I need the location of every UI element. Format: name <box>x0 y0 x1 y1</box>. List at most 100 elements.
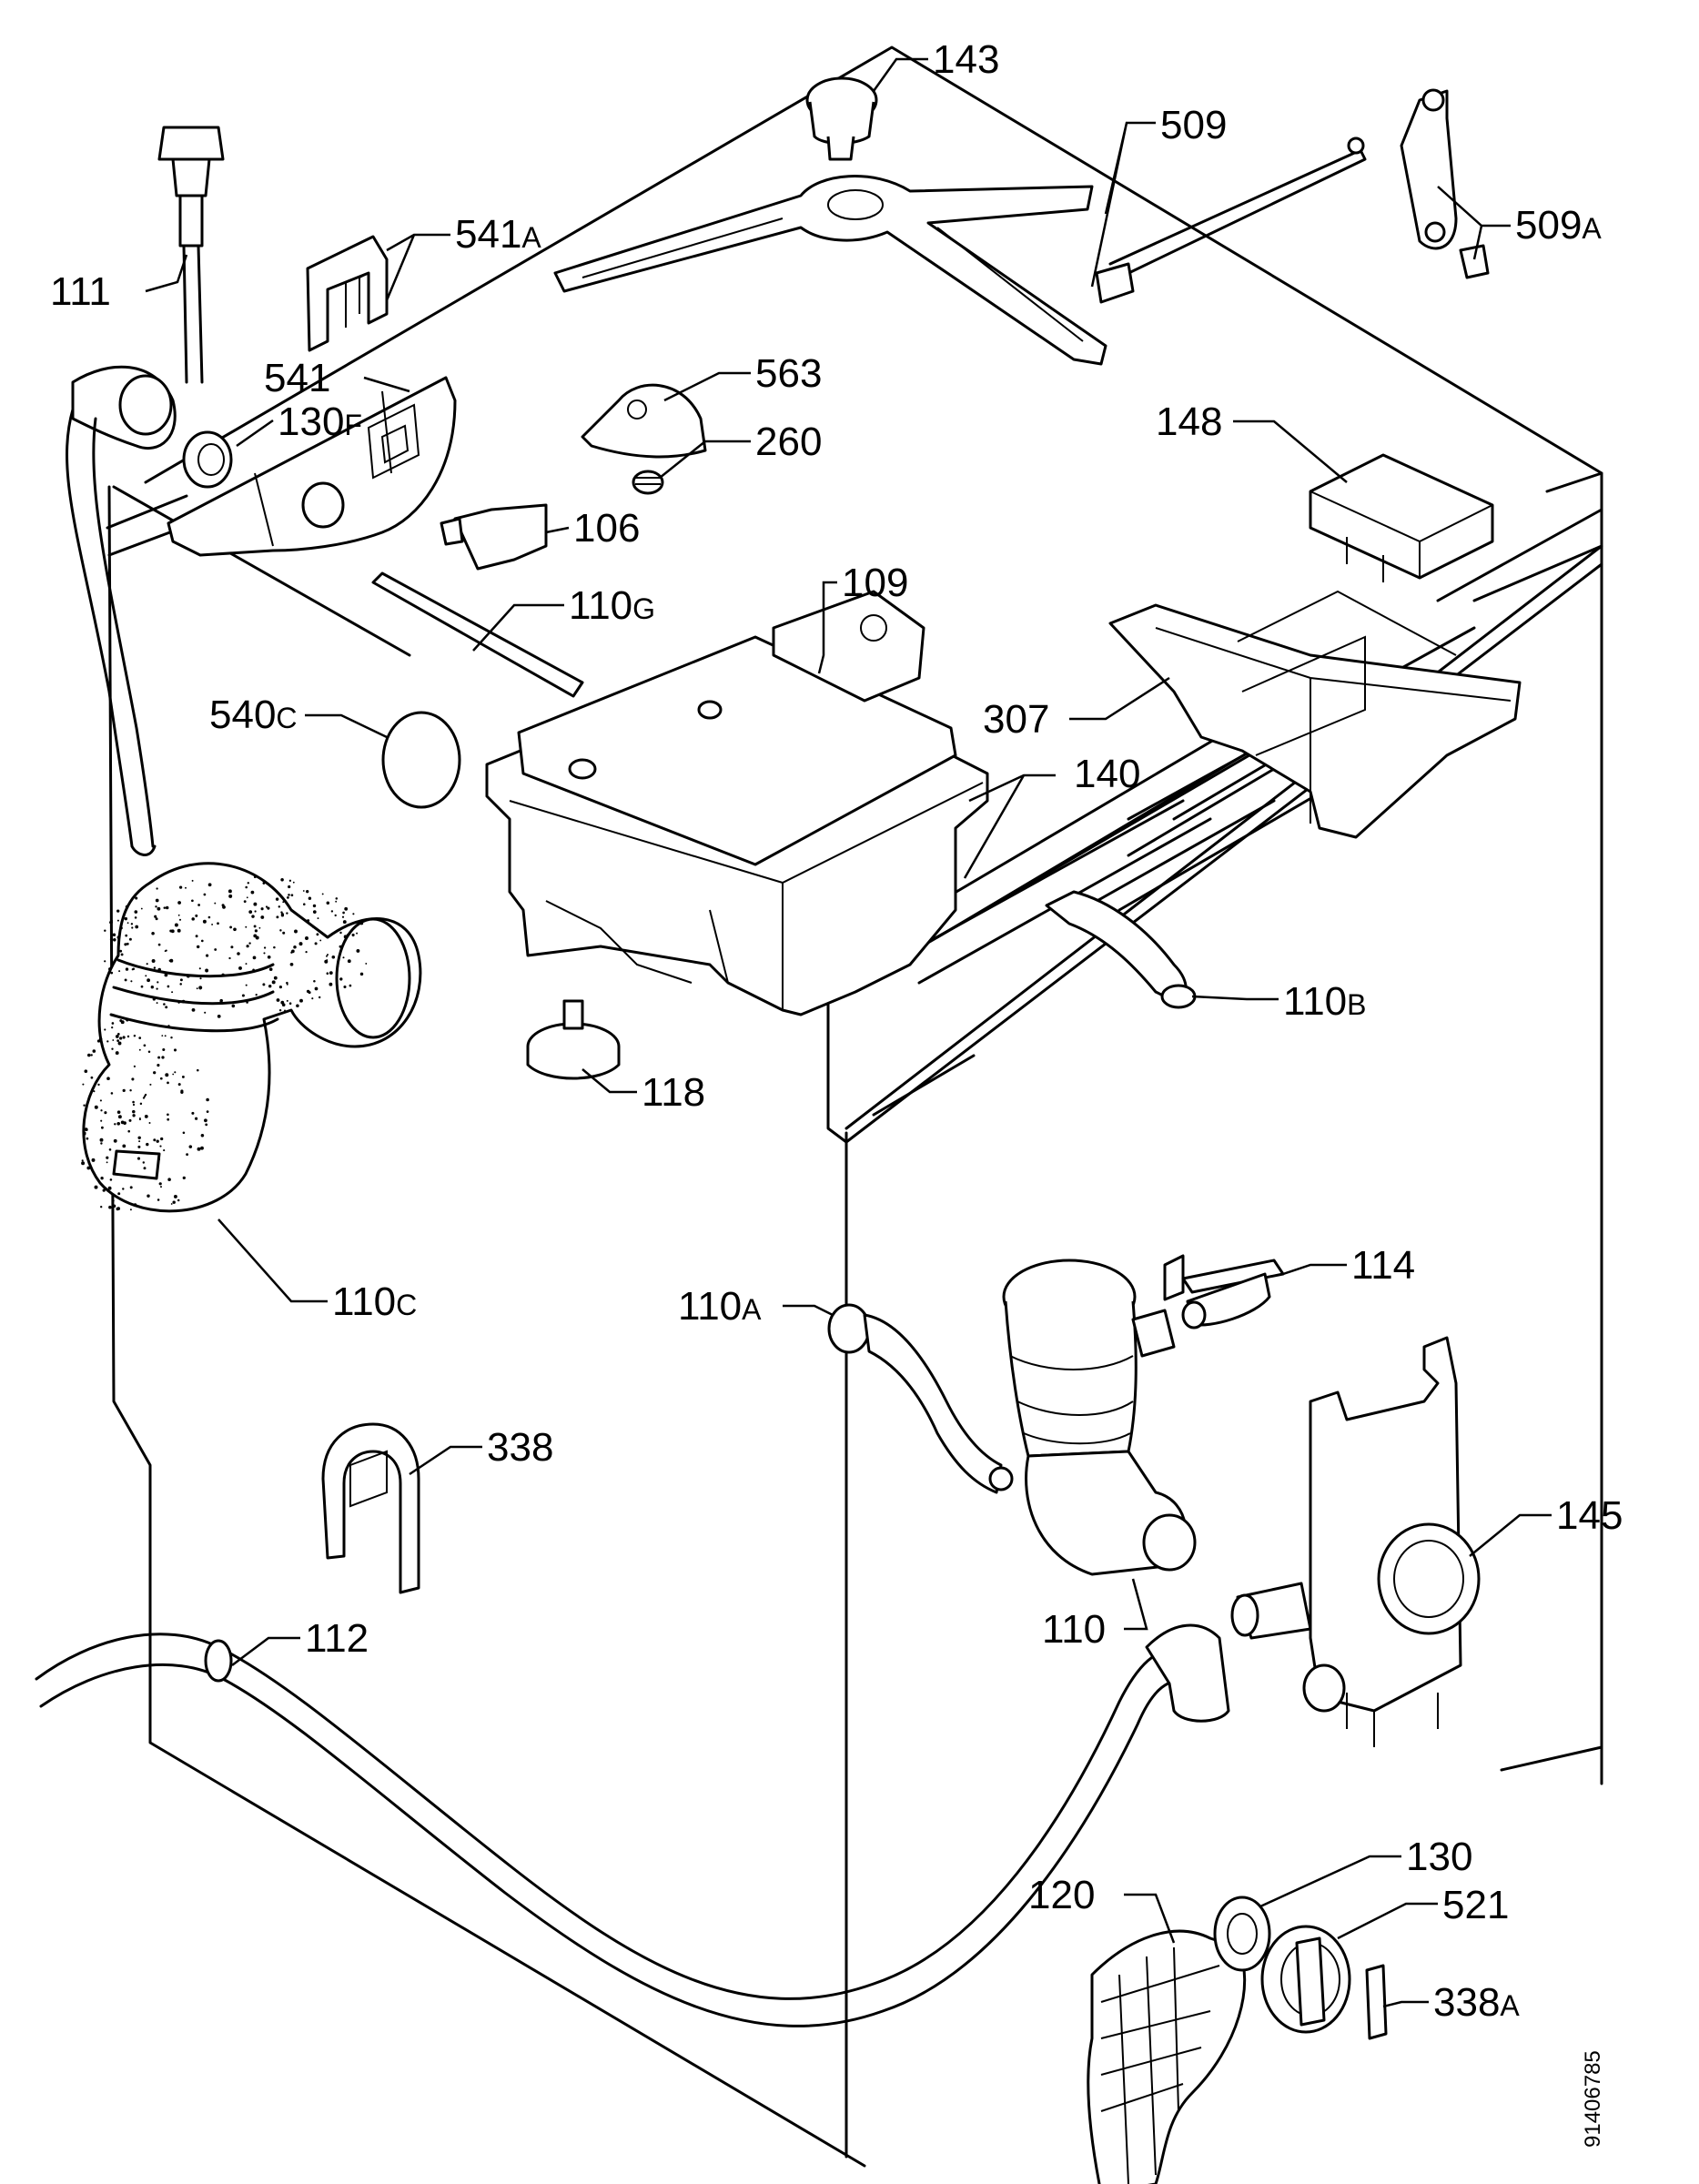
leader-lines <box>145 57 1552 2008</box>
callout-110: 110 <box>1042 1607 1106 1652</box>
callout-number: 130 <box>278 399 344 444</box>
callout-148: 148 <box>1156 399 1222 444</box>
callout-suffix: A <box>1500 1989 1520 2022</box>
callout-540c: 540C <box>209 693 298 737</box>
callout-111: 111 <box>50 269 111 314</box>
cabinet-outline <box>107 46 1603 2168</box>
callout-number: 540 <box>209 693 276 737</box>
callout-number: 120 <box>1028 1873 1095 1917</box>
callout-521: 521 <box>1442 1883 1509 1927</box>
callout-number: 509 <box>1515 203 1582 248</box>
part-143-knob <box>805 76 878 161</box>
callout-114: 114 <box>1351 1243 1415 1288</box>
callout-number: 110 <box>678 1284 742 1329</box>
part-541-bracket <box>167 376 457 557</box>
callout-suffix: B <box>1347 988 1366 1021</box>
callout-112: 112 <box>305 1616 369 1661</box>
callout-541a: 541A <box>455 212 541 257</box>
callout-number: 521 <box>1442 1883 1509 1927</box>
callout-130f: 130F <box>278 399 362 444</box>
part-338-clip <box>321 1422 420 1594</box>
part-540C-disc <box>381 711 461 809</box>
part-120-filter <box>1087 1929 1247 2184</box>
callout-509a: 509A <box>1515 203 1602 248</box>
part-130F-seal <box>182 430 233 489</box>
callout-number: 338 <box>1433 1980 1500 2025</box>
part-118-impeller <box>526 999 621 1080</box>
callout-number: 112 <box>305 1616 369 1661</box>
callout-number: 109 <box>842 561 908 605</box>
callout-suffix: A <box>1582 212 1602 245</box>
callout-number: 148 <box>1156 399 1222 444</box>
part-109-dispenser-lid <box>517 590 957 866</box>
callout-number: 509 <box>1160 103 1227 147</box>
part-114-sensor <box>1163 1254 1285 1330</box>
callout-307: 307 <box>983 697 1049 742</box>
part-260-spring <box>632 470 664 495</box>
callout-110c: 110C <box>332 1279 417 1324</box>
callout-number: 563 <box>755 351 822 396</box>
callout-number: 118 <box>642 1070 705 1115</box>
part-110-sump-hose <box>1002 1259 1197 1576</box>
callout-118: 118 <box>642 1070 705 1115</box>
reference-number: 91406785 <box>1581 2050 1605 2148</box>
callout-260: 260 <box>755 420 822 464</box>
callout-number: 110 <box>1042 1607 1106 1652</box>
part-106-holder <box>440 503 548 571</box>
part-110C-bellows <box>81 862 422 1213</box>
reference-number-group: 91406785 <box>1581 2050 1605 2148</box>
callout-suffix: A <box>521 221 541 254</box>
part-110B-hose <box>1045 890 1197 1009</box>
callout-number: 541 <box>264 356 330 400</box>
callout-number: 110 <box>569 583 632 628</box>
callout-509: 509 <box>1160 103 1227 147</box>
callout-110b: 110B <box>1283 979 1367 1024</box>
callout-number: 111 <box>50 269 111 314</box>
callout-338: 338 <box>487 1425 553 1470</box>
part-110A-hose <box>827 1303 1014 1494</box>
callout-number: 307 <box>983 697 1049 742</box>
callout-suffix: C <box>276 702 297 734</box>
part-509A-link <box>1400 88 1490 279</box>
part-112-drain-hose <box>35 1623 1230 2027</box>
callout-number: 338 <box>487 1425 553 1470</box>
part-307-drawer-frame <box>1108 590 1522 839</box>
callout-suffix: C <box>396 1289 417 1321</box>
callout-143: 143 <box>933 37 999 82</box>
callout-106: 106 <box>573 506 640 551</box>
callout-109: 109 <box>842 561 908 605</box>
callout-338a: 338A <box>1433 1980 1520 2025</box>
part-110G-tube <box>371 571 584 698</box>
part-338A-clip <box>1365 1964 1388 2040</box>
part-130-seal <box>1213 1896 1271 1972</box>
callout-120: 120 <box>1028 1873 1095 1917</box>
callout-145: 145 <box>1556 1493 1623 1538</box>
callout-suffix: A <box>742 1293 762 1326</box>
callout-suffix: F <box>344 409 362 441</box>
callout-number: 260 <box>755 420 822 464</box>
callout-130: 130 <box>1406 1835 1472 1879</box>
callout-number: 140 <box>1074 752 1140 796</box>
part-111-inlet-hose <box>66 126 225 856</box>
part-521-cap <box>1260 1925 1351 2034</box>
part-148-module <box>1309 453 1494 582</box>
callout-suffix: G <box>632 592 655 625</box>
callout-140: 140 <box>1074 752 1140 796</box>
callout-number: 114 <box>1351 1243 1415 1288</box>
part-509-lever <box>553 175 1107 366</box>
part-509-rod <box>1095 136 1367 304</box>
callout-110g: 110G <box>569 583 655 628</box>
callout-563: 563 <box>755 351 822 396</box>
callout-number: 143 <box>933 37 999 82</box>
part-541A-clip <box>306 235 389 352</box>
callout-number: 110 <box>332 1279 396 1324</box>
callout-110a: 110A <box>678 1284 762 1329</box>
callout-number: 106 <box>573 506 640 551</box>
callout-number: 130 <box>1406 1835 1472 1879</box>
callout-number: 541 <box>455 212 521 257</box>
callout-number: 110 <box>1283 979 1347 1024</box>
part-145-pump-housing <box>1230 1336 1481 1747</box>
